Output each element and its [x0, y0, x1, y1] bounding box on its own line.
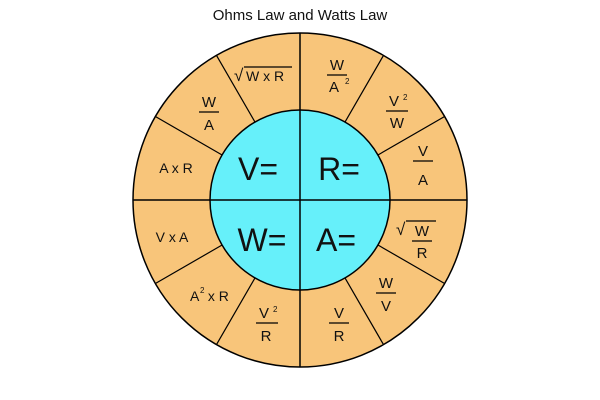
svg-text:2: 2	[273, 305, 278, 314]
inner-label-w: W=	[238, 222, 287, 258]
ring-spoke	[377, 115, 445, 156]
svg-text:W: W	[390, 115, 405, 132]
svg-text:R: R	[334, 328, 345, 345]
svg-text:W: W	[202, 94, 217, 111]
inner-label-v: V=	[238, 151, 278, 187]
figure-title: Ohms Law and Watts Law	[212, 7, 388, 24]
formula-v-times-a: V x A	[156, 229, 189, 245]
svg-text:W: W	[330, 57, 345, 74]
svg-text:A: A	[190, 288, 200, 304]
ring-spoke	[344, 277, 385, 345]
inner-label-r: R=	[318, 151, 360, 187]
svg-text:A: A	[204, 117, 214, 134]
svg-text:R: R	[417, 245, 428, 262]
svg-text:2: 2	[345, 77, 350, 86]
formula-v-squared-over-r: V 2 R	[256, 305, 278, 345]
formula-w-over-a: W A	[199, 94, 219, 134]
svg-text:2: 2	[200, 286, 205, 295]
formula-w-over-a-squared: W A 2	[327, 57, 350, 96]
svg-text:W x R: W x R	[246, 68, 284, 84]
ring-spoke	[344, 55, 385, 123]
formula-a-times-r: A x R	[159, 160, 192, 176]
inner-label-a: A=	[316, 222, 356, 258]
sqrt-symbol: √	[396, 220, 406, 239]
svg-text:V: V	[389, 93, 399, 110]
svg-text:W: W	[379, 275, 394, 292]
ring-spoke	[215, 277, 256, 345]
ring-spoke	[155, 244, 223, 285]
formula-v-over-a: V A	[413, 143, 433, 189]
svg-text:2: 2	[403, 93, 408, 102]
ring-spoke	[155, 115, 223, 156]
formula-a-squared-times-r: A 2 x R	[190, 286, 229, 304]
ring-spoke	[215, 55, 256, 123]
svg-text:W: W	[415, 223, 430, 240]
svg-text:V x A: V x A	[156, 229, 189, 245]
svg-text:A: A	[418, 172, 428, 189]
svg-text:V: V	[381, 298, 391, 315]
formula-sqrt-w-times-r: √ W x R	[234, 66, 292, 85]
svg-text:V: V	[259, 305, 269, 322]
svg-text:A x R: A x R	[159, 160, 192, 176]
svg-text:R: R	[261, 328, 272, 345]
sqrt-symbol: √	[234, 66, 244, 85]
formula-w-over-v: W V	[376, 275, 396, 315]
svg-text:V: V	[418, 143, 428, 160]
svg-text:x R: x R	[204, 288, 229, 304]
formula-v-squared-over-w: V 2 W	[386, 93, 408, 132]
svg-text:A: A	[329, 79, 339, 96]
formula-sqrt-w-over-r: √ W R	[396, 220, 436, 262]
formula-v-over-r: V R	[329, 305, 349, 345]
svg-text:V: V	[334, 305, 344, 322]
spokes	[155, 55, 445, 345]
ring-spoke	[377, 244, 445, 285]
